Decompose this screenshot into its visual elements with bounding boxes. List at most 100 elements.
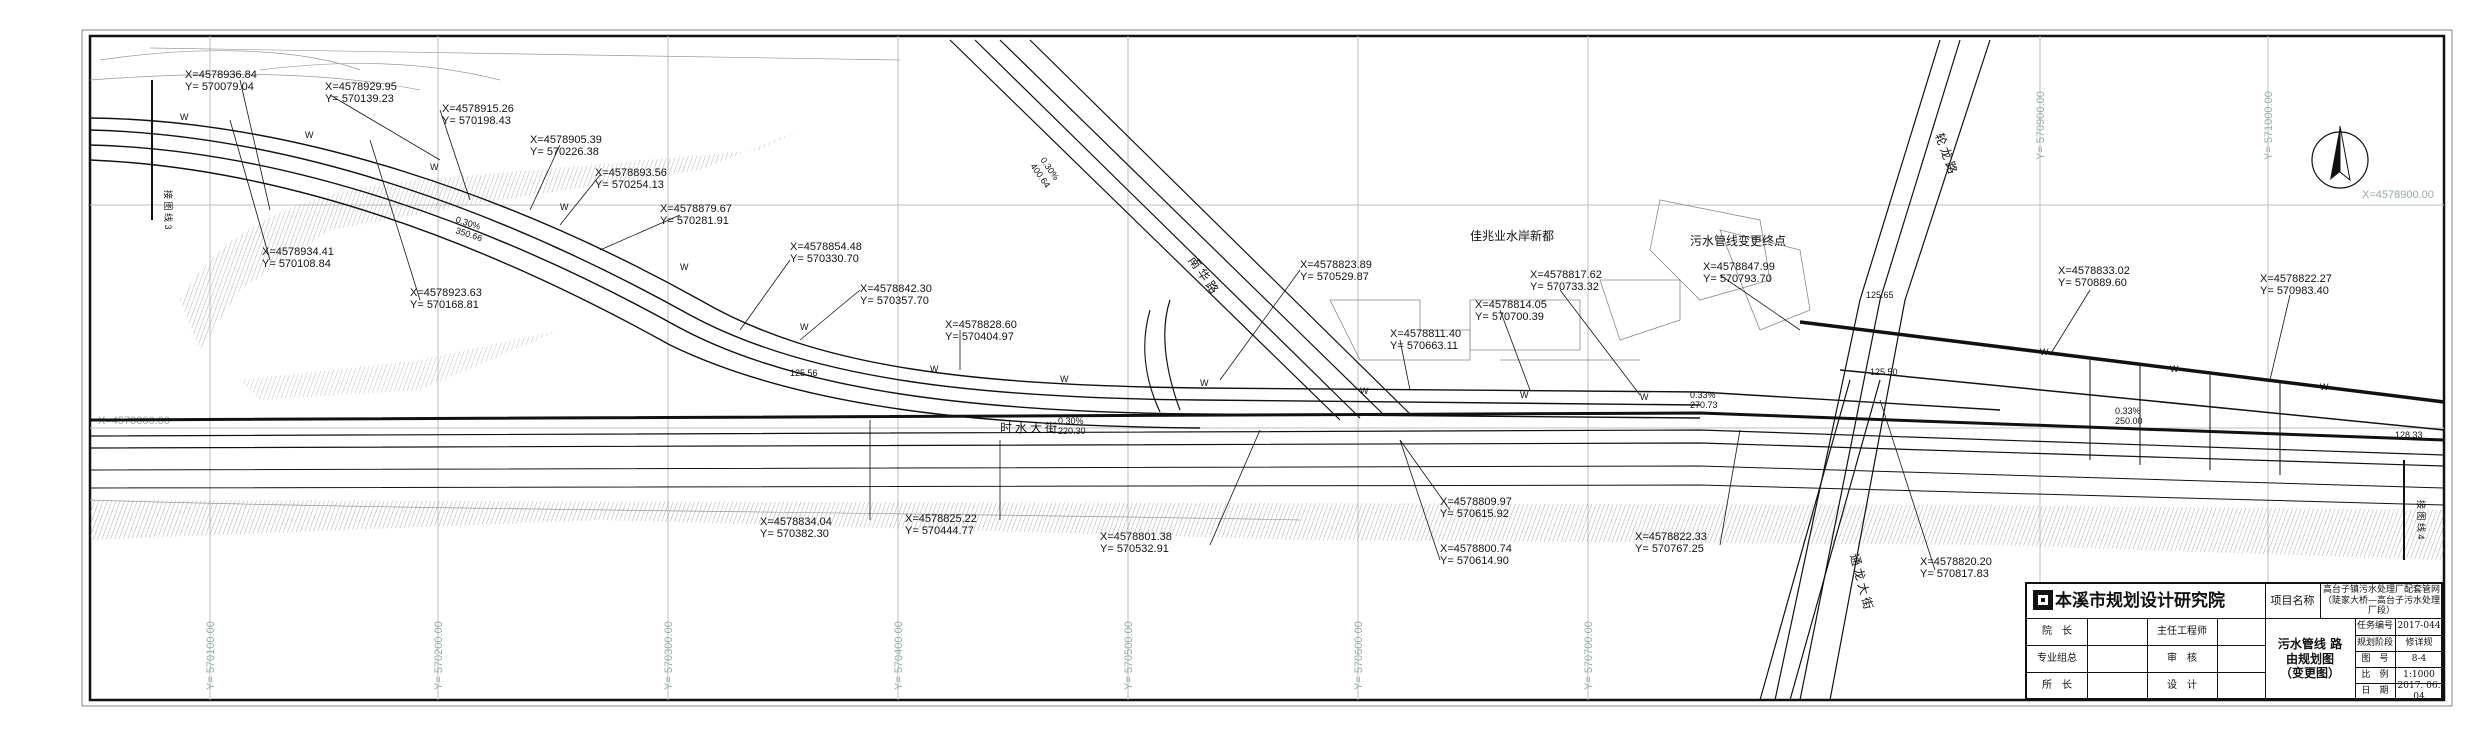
coord-x: X=4578934.41 [262,246,334,258]
coord-x: X=4578825.22 [905,513,977,525]
svg-text:W: W [430,162,439,172]
coord-x: X=4578847.99 [1703,261,1775,273]
sewer-main-east [1799,320,2445,404]
coord-y: Y= 570733.32 [1530,281,1599,293]
coord-y: Y= 570817.83 [1920,568,1989,580]
role-chief-team: 专业组总 [2037,652,2077,664]
coord-y: Y= 570404.97 [945,331,1014,343]
outer-frame [81,29,2453,707]
pipe-annotations: 0.30% 350.66 0.30% 400.64 0.30% 220.30 0… [454,155,2422,440]
scale-label: 比 例 [2361,669,2389,680]
title-block: 本溪市规划设计研究院 项目名称 高台子镇污水处理厂配套管网（陡家大桥—高台子污水… [2025,582,2443,702]
svg-text:0.30%: 0.30% [1058,416,1084,426]
coord-x: X=4578809.97 [1440,496,1512,508]
coord-y: Y= 570079.04 [185,81,254,93]
coord-y: Y= 570614.90 [1440,555,1509,567]
coord-y: Y= 570615.92 [1440,508,1509,520]
coord-y: Y= 570382.30 [760,528,829,540]
coord-x: X=4578823.89 [1300,259,1372,271]
coord-y: Y= 570139.23 [325,93,394,105]
date-label: 日 期 [2361,686,2389,697]
pipe-marks: W W W W W W W W W W W W W W W [180,112,2329,402]
river-embankment-hatch [90,500,2444,560]
label-match-line-3: 接 图 线 3 [163,190,174,230]
coord-y: Y= 570529.87 [1300,271,1369,283]
drawing-border [88,34,2446,702]
svg-text:125.65: 125.65 [1866,290,1894,300]
coord-y: Y= 570889.60 [2058,277,2127,289]
coord-y: Y= 570168.81 [410,299,479,311]
coord-y: Y= 570983.40 [2260,285,2329,297]
grid-label-y-570300: Y= 570300.00 [663,621,675,690]
grid-label-y-570900: Y= 570900.00 [2035,91,2047,160]
coord-x: X=4578923.63 [410,287,482,299]
label-road-lunlong: 轮 龙 路 [1932,131,1960,176]
date: 2017. 06. 04 [2397,680,2441,702]
slope-hatch-lower [240,330,560,400]
coord-x: X=4578828.60 [945,319,1017,331]
coord-x: X=4578842.30 [860,283,932,295]
drawing-name: 污水管线 路由规划图 （变更图） [2277,637,2343,681]
svg-text:125.56: 125.56 [790,368,818,378]
community-buildings [1329,199,1811,361]
coord-y: Y= 570226.38 [530,146,599,158]
coord-x: X=4578929.95 [325,81,397,93]
role-chief-engineer: 主任工程师 [2157,625,2207,637]
coord-y: Y= 570663.11 [1390,340,1458,352]
svg-text:W: W [1360,386,1369,396]
svg-text:W: W [1640,392,1649,402]
label-road-shishui: 时 水 大 街 [1000,421,1057,435]
grid-label-y-570600: Y= 570600.00 [1353,621,1365,690]
grid-label-y-570700: Y= 570700.00 [1583,621,1595,690]
north-arrow-icon [2311,125,2369,189]
grid-label-y-570200: Y= 570200.00 [433,621,445,690]
coord-x: X=4578936.84 [185,69,257,81]
scale: 1:1000 [2403,669,2435,680]
grid-label-y-570500: Y= 570500.00 [1123,621,1135,690]
svg-text:W: W [800,322,809,332]
sheet-label: 图 号 [2361,653,2389,664]
role-reviewer: 审 核 [2167,652,2197,664]
east-cross-ties [2089,360,2281,475]
svg-text:128.33: 128.33 [2395,430,2423,440]
road-nanhua [949,39,1411,421]
coord-x: X=4578822.27 [2260,273,2332,285]
coordinate-labels: X=4578936.84 Y= 570079.04 X=4578929.95 Y… [185,69,2332,580]
svg-text:W: W [1060,374,1069,384]
svg-text:W: W [680,262,689,272]
coord-x: X=4578915.26 [442,103,514,115]
svg-text:W: W [930,364,939,374]
institute-name: 本溪市规划设计研究院 [2055,590,2225,611]
coord-x: X=4578814.05 [1475,299,1547,311]
svg-text:W: W [2320,382,2329,392]
coordinate-leaders [229,79,2291,571]
road-curve-west [89,117,2001,429]
sewer-branch-east [1839,369,2445,431]
role-dean: 院 长 [2042,625,2072,637]
svg-text:250.00: 250.00 [2115,416,2143,426]
coord-x: X=4578820.20 [1920,556,1992,568]
svg-text:0.33%: 0.33% [1690,390,1716,400]
coord-x: X=4578854.48 [790,241,862,253]
coord-x: X=4578811.40 [1390,328,1461,340]
svg-text:220.30: 220.30 [1058,426,1086,436]
coord-x: X=4578834.04 [760,516,832,528]
institute-logo-icon [2033,590,2053,610]
project-name: 高台子镇污水处理厂配套管网（陡家大桥—高台子污水处理厂段） [2322,584,2440,617]
svg-text:W: W [1520,390,1529,400]
grid-label-y-570100: Y= 570100.00 [205,621,217,690]
role-director: 所 长 [2042,680,2072,691]
svg-text:W: W [560,202,569,212]
grid-label-x-4578900: X=4578900.00 [2362,189,2434,201]
coord-y: Y= 570108.84 [262,258,331,270]
svg-text:270.73: 270.73 [1690,400,1718,410]
coord-x: X=4578817.62 [1530,269,1602,281]
svg-text:W: W [2040,347,2049,357]
coord-x: X=4578879.67 [660,203,732,215]
label-match-line-4: 接 图 线 4 [2416,500,2427,540]
coord-y: Y= 570532.91 [1100,543,1169,555]
sheet-no: 8-4 [2411,653,2427,664]
coord-y: Y= 570254.13 [595,179,664,191]
svg-text:125.50: 125.50 [1870,367,1898,377]
